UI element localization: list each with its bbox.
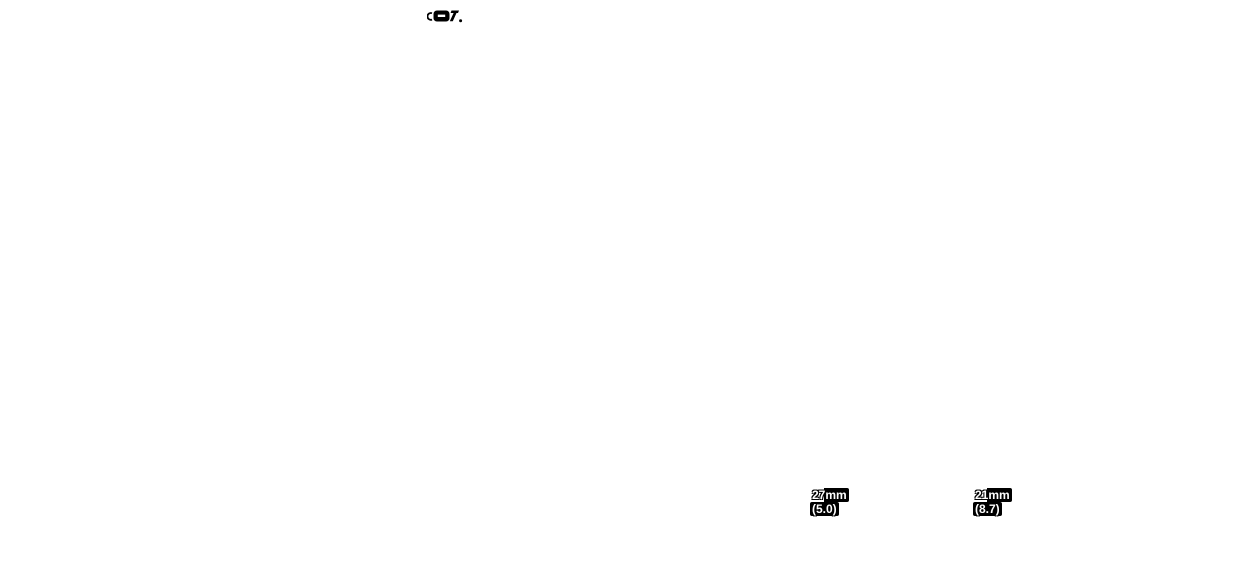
measurement-label-2: 21mm (8.7) [973, 488, 1013, 516]
dot-icon [459, 19, 463, 23]
top-glyph-cluster [427, 10, 463, 23]
measurement-value: (5.0) [810, 502, 839, 516]
slash-mark-icon [449, 10, 459, 22]
measurement-label-1: 27mm (5.0) [810, 488, 850, 516]
measurement-size: 21mm [973, 488, 1012, 502]
measurement-value: (8.7) [973, 502, 1002, 516]
c-mark-icon [427, 12, 433, 21]
measurement-size: 27mm [810, 488, 849, 502]
dash-icon [437, 14, 446, 17]
